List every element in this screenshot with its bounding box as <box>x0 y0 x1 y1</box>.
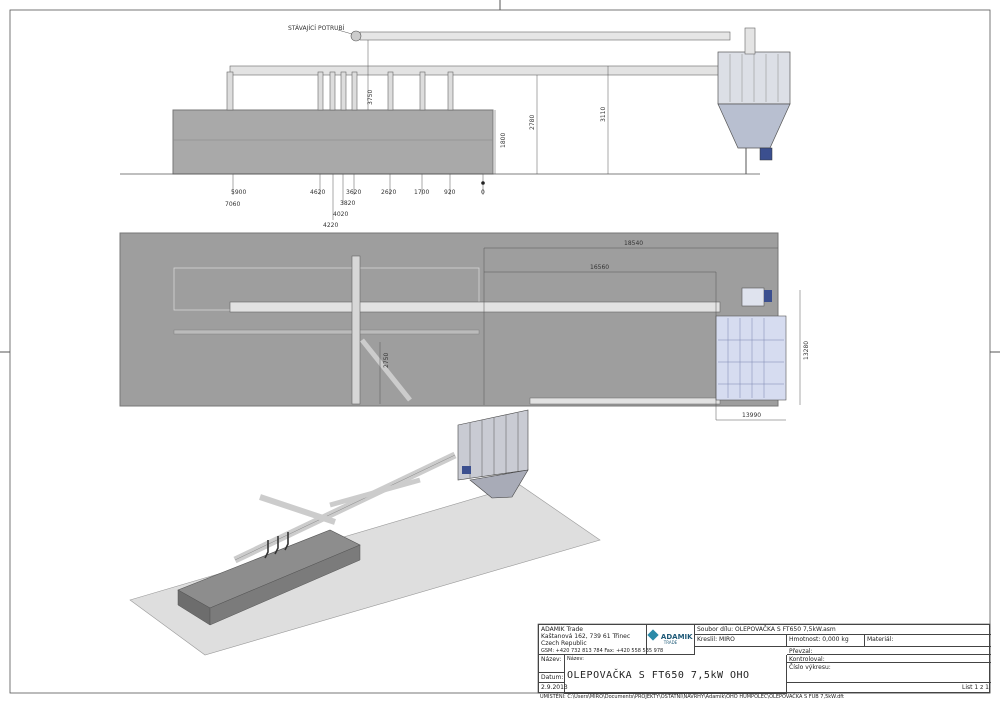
dim-16560: 16560 <box>590 264 609 271</box>
elevation-machine-body <box>172 109 494 175</box>
filter-hopper <box>717 103 791 149</box>
logo-text: ADAMIK <box>660 633 693 641</box>
dim-7060: 7060 <box>225 201 240 208</box>
approved-field: Převzal: <box>787 647 991 655</box>
company-address2: Czech Republic <box>541 640 587 648</box>
iso-floor <box>129 484 601 656</box>
dim-5900: 5900 <box>231 189 246 196</box>
existing-pipe-end <box>350 30 362 42</box>
dim-0: 0 <box>481 189 485 196</box>
weight-field: Hmotnost: 0,000 kg <box>787 635 865 647</box>
plan-main-duct <box>229 301 721 313</box>
plan-filter <box>715 315 787 401</box>
dim-2750: 2750 <box>383 353 390 368</box>
logo-icon <box>647 629 659 641</box>
material-field: Materiál: <box>865 635 991 647</box>
company-logo: ADAMIK TRADE <box>647 625 695 655</box>
dim-3820: 3820 <box>340 200 355 207</box>
company-phone: GSM: +420 732 813 784 Fax: +420 558 535 … <box>541 647 664 654</box>
drawn-field: Kreslil: MIRO <box>695 635 787 647</box>
dim-1700: 1700 <box>414 189 429 196</box>
logo-subtext: TRADE <box>663 640 678 646</box>
plan-floor <box>119 232 779 407</box>
checked-field: Kontroloval: <box>787 655 991 663</box>
dim-3750: 3750 <box>367 90 374 105</box>
date-value: 2.9.2013 <box>539 683 568 694</box>
dim-3110: 3110 <box>600 107 607 122</box>
title-field: Název: OLEPOVAČKA S FT650 7,5kW OHO <box>565 655 787 694</box>
dim-2780: 2780 <box>529 115 536 130</box>
dim-2620: 2620 <box>381 189 396 196</box>
existing-pipe-label: STÁVAJÍCÍ POTRUBÍ <box>288 25 345 32</box>
dim-4620: 4620 <box>310 189 325 196</box>
file-field: Soubor dílu: OLEPOVAČKA S FT650 7,5kW.as… <box>695 625 991 635</box>
plan-view: 18540 16560 2750 13280 13990 <box>119 232 810 421</box>
dim-18540: 18540 <box>624 240 643 247</box>
company-info: ADAMIK Trade Kaštanová 162, 739 61 Třine… <box>539 625 664 655</box>
dim-13280: 13280 <box>803 341 810 360</box>
fan-motor <box>759 147 773 161</box>
elevation-view: STÁVAJÍCÍ POTRUBÍ 3750 1800 2780 3110 59… <box>120 25 791 229</box>
plan-existing-pipe <box>351 255 361 405</box>
name-header: Název: <box>539 655 565 673</box>
dim-4020: 4020 <box>333 211 348 218</box>
company-address1: Kaštanová 162, 739 61 Třinec <box>541 633 631 641</box>
iso-existing-pipe <box>259 494 336 525</box>
company-name: ADAMIK Trade <box>541 626 583 633</box>
date-label: Datum: <box>539 673 565 683</box>
title-field-label: Název: <box>567 656 584 662</box>
sheet-number: List 1 z 1 <box>962 684 989 691</box>
isometric-view <box>129 409 601 656</box>
dim-3620: 3620 <box>346 189 361 196</box>
dim-1800: 1800 <box>500 133 507 148</box>
dim-13990: 13990 <box>742 412 761 419</box>
existing-pipe <box>359 31 731 41</box>
drawing-number-field: Číslo výkresu: <box>787 663 991 683</box>
dim-920: 920 <box>444 189 456 196</box>
drawing-title: OLEPOVAČKA S FT650 7,5kW OHO <box>567 670 750 681</box>
main-duct <box>229 65 721 76</box>
title-block: ADAMIK Trade Kaštanová 162, 739 61 Třine… <box>538 624 991 694</box>
dim-4220: 4220 <box>323 222 338 229</box>
file-path: UMÍSTĚNÍ: C:\Users\MIRO\Documents\PROJEK… <box>540 694 844 700</box>
